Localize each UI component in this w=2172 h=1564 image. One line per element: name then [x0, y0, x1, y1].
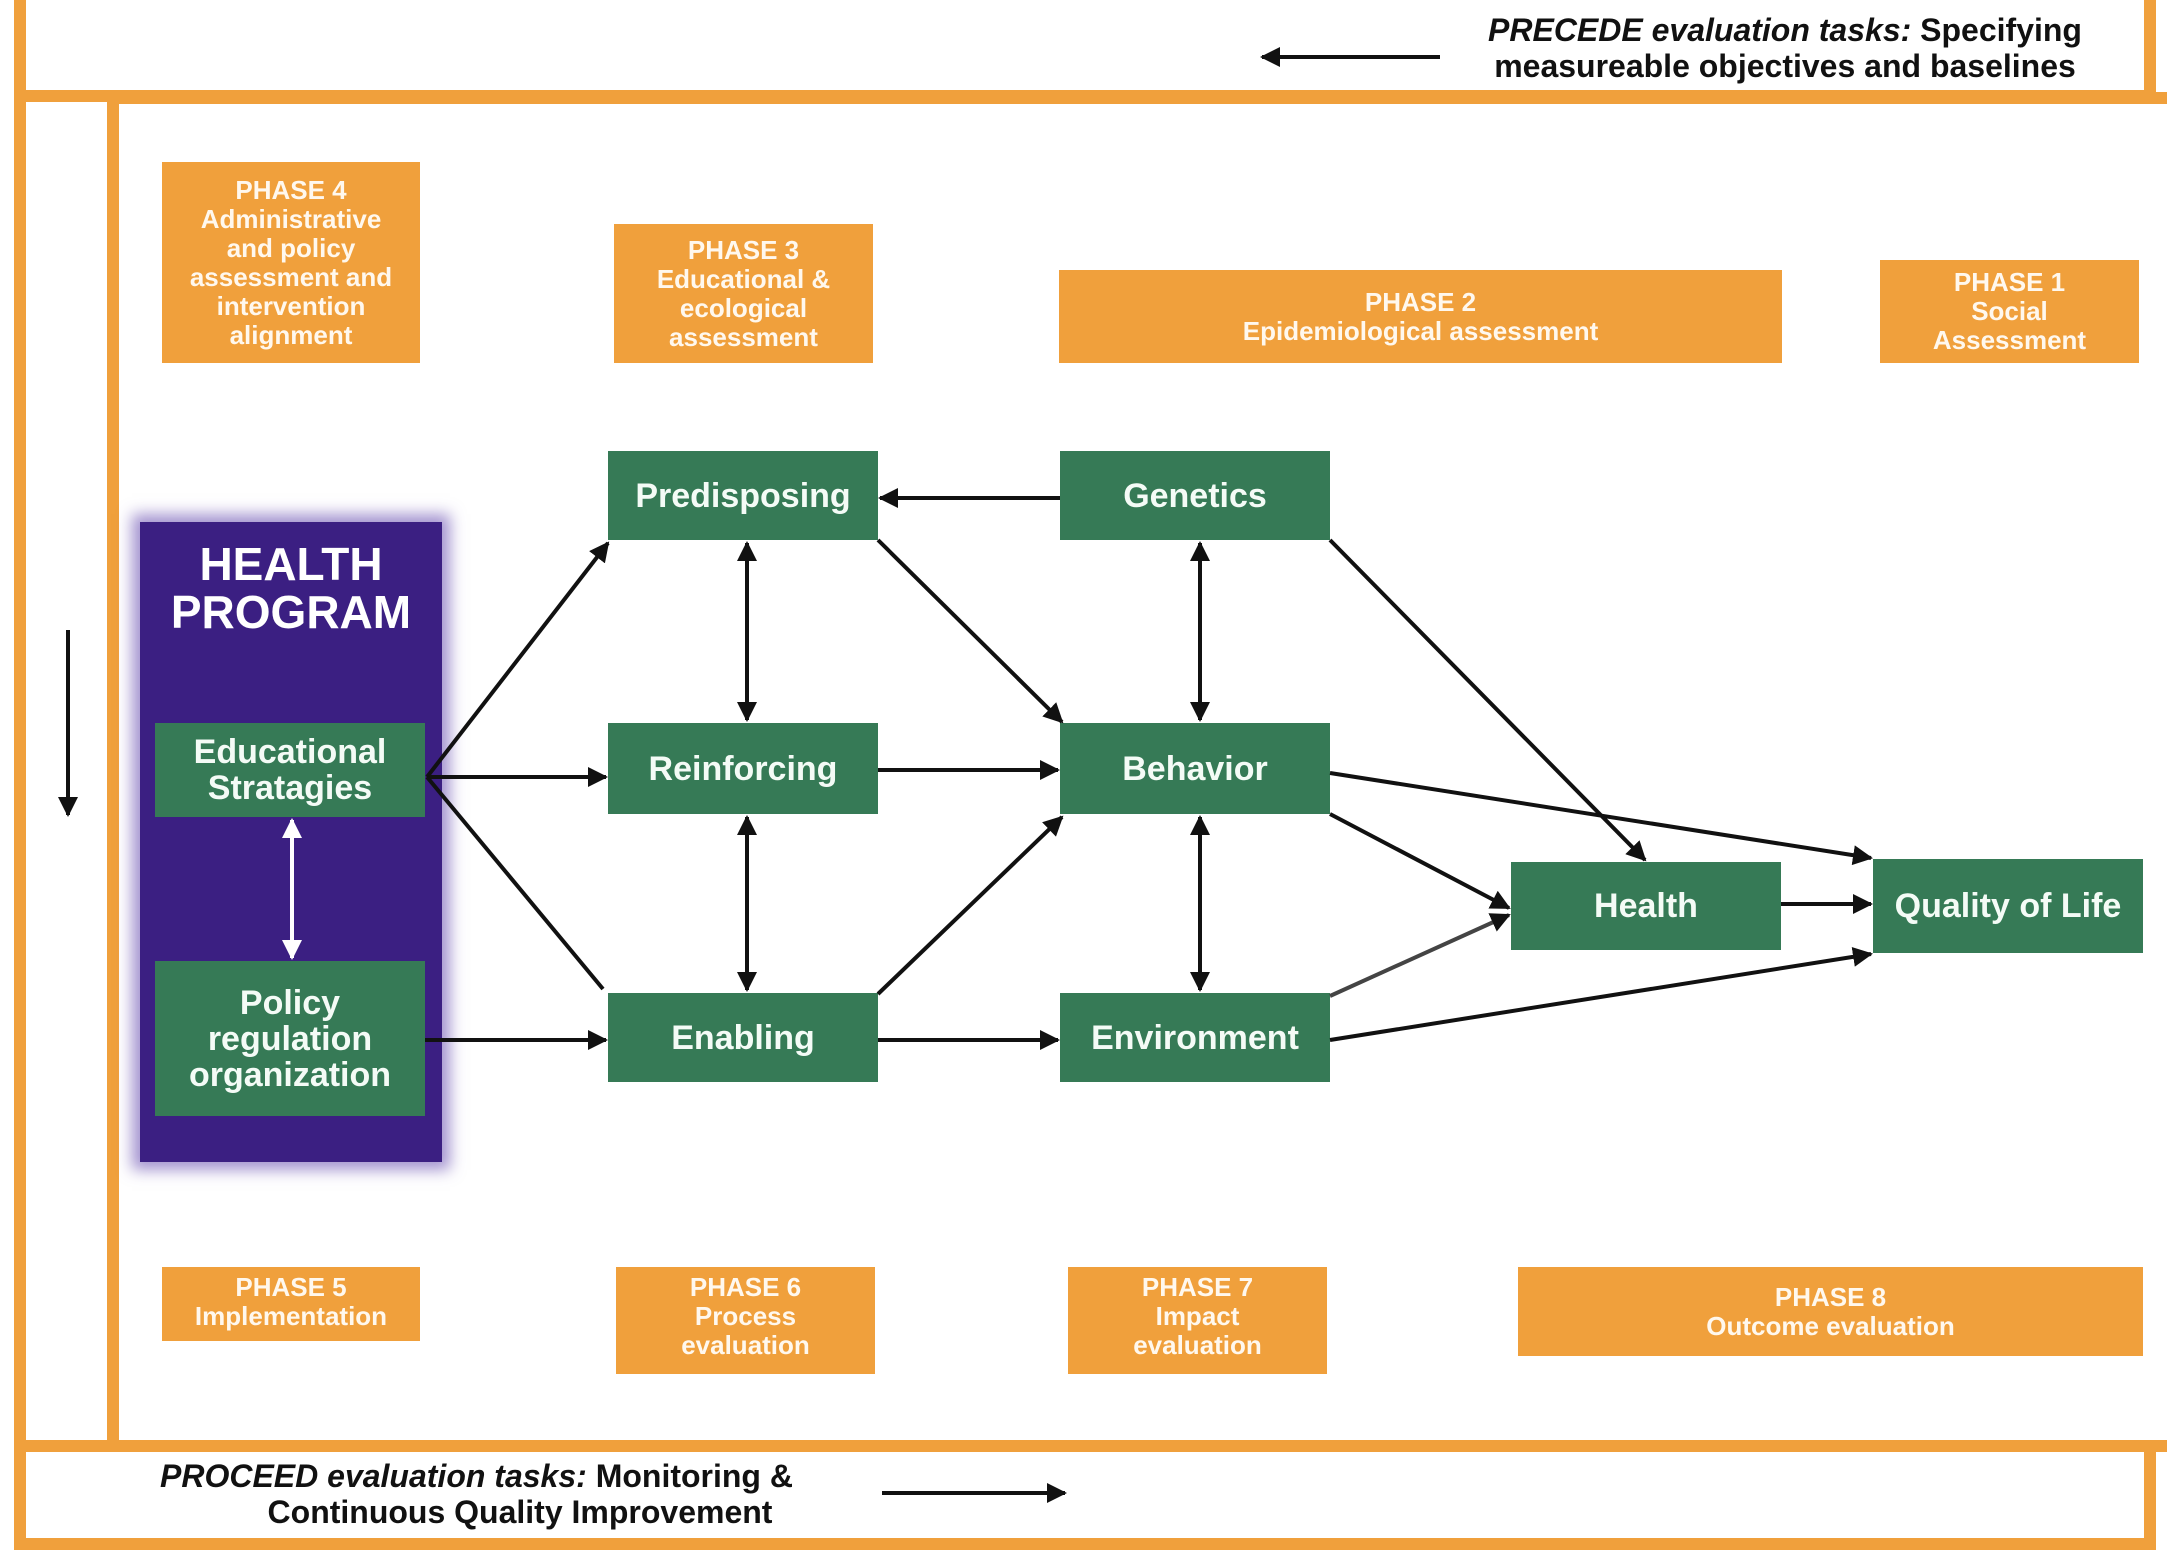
edge-behavior-qol — [1329, 771, 1873, 866]
phase-7-box: PHASE 7 Impact evaluation — [1068, 1267, 1327, 1374]
edge-enabling-behavior — [876, 815, 1064, 996]
quality-of-life-node: Quality of Life — [1873, 859, 2143, 953]
phase-5-box: PHASE 5 Implementation — [162, 1267, 420, 1341]
enabling-node: Enabling — [608, 993, 878, 1082]
outer-frame-left — [14, 90, 26, 1550]
edge-behavior-health — [1329, 812, 1511, 910]
predisposing-node: Predisposing — [608, 451, 878, 540]
precede-task-text: PRECEDE evaluation tasks: Specifying mea… — [1488, 12, 2082, 84]
proceed-task-label: PROCEED evaluation tasks: — [160, 1458, 587, 1494]
phase-4-box: PHASE 4 Administrative and policy assess… — [162, 162, 420, 363]
policy-regulation-node: Policy regulation organization — [155, 961, 425, 1116]
proceed-task-text: PROCEED evaluation tasks: Monitoring & C… — [160, 1458, 793, 1530]
edge-genetics-health — [1328, 538, 1647, 862]
educational-strategies-node: Educational Stratagies — [155, 723, 425, 817]
proceed-frame — [14, 1440, 2156, 1550]
phase-6-box: PHASE 6 Process evaluation — [616, 1267, 875, 1374]
edge-environment-health — [1329, 913, 1511, 998]
genetics-node: Genetics — [1060, 451, 1330, 540]
edge-educational-predisposing — [425, 541, 610, 779]
reinforcing-node: Reinforcing — [608, 723, 878, 814]
edge-predisposing-behavior — [876, 538, 1064, 724]
behavior-node: Behavior — [1060, 723, 1330, 814]
phase-8-box: PHASE 8 Outcome evaluation — [1518, 1267, 2143, 1356]
phase-3-box: PHASE 3 Educational & ecological assessm… — [614, 224, 873, 363]
phase-2-box: PHASE 2 Epidemiological assessment — [1059, 270, 1782, 363]
edge-educational-enabling — [425, 775, 605, 991]
health-node: Health — [1511, 862, 1781, 950]
edge-environment-qol — [1329, 946, 1873, 1042]
environment-node: Environment — [1060, 993, 1330, 1082]
precede-task-label: PRECEDE evaluation tasks: — [1488, 12, 1912, 48]
health-program-title: HEALTH PROGRAM — [170, 538, 412, 638]
phase-1-box: PHASE 1 Social Assessment — [1880, 260, 2139, 363]
